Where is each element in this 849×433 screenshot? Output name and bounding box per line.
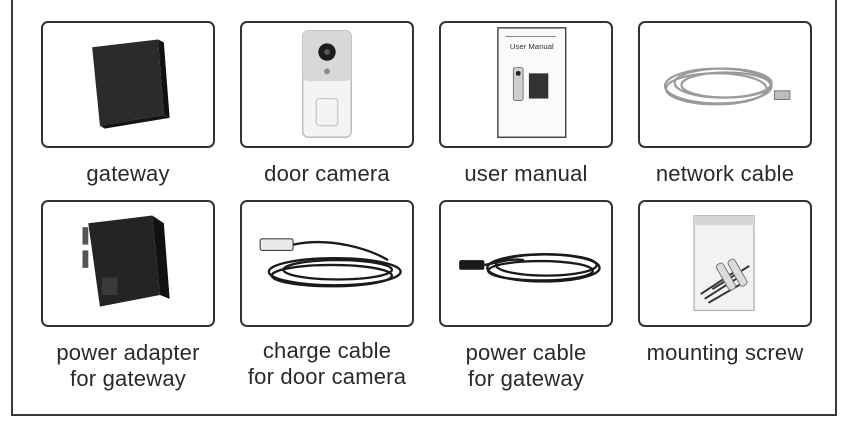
gateway-icon — [92, 39, 170, 129]
door-camera-label: door camera — [264, 161, 390, 186]
power-adapter-card — [41, 200, 215, 327]
user-manual-label: user manual — [464, 161, 588, 186]
door-camera-card — [240, 21, 414, 148]
network-cable-label: network cable — [655, 161, 795, 186]
user-manual-icon: User Manual — [497, 27, 567, 139]
gateway-label: gateway — [86, 161, 170, 186]
package-contents-frame — [11, 0, 837, 416]
power-cable-card — [439, 200, 613, 327]
door-camera-icon — [302, 30, 352, 139]
user-manual-card: User Manual — [439, 21, 613, 148]
network-cable-card — [638, 21, 812, 148]
power-cable-icon — [459, 253, 601, 283]
charge-cable-icon — [259, 238, 402, 288]
power-adapter-label: power adapter for gateway — [56, 340, 200, 391]
manual-title-text: User Manual — [510, 42, 554, 51]
charge-cable-card — [240, 200, 414, 327]
network-cable-icon — [663, 67, 791, 106]
power-adapter-icon — [82, 215, 170, 307]
gateway-card — [41, 21, 215, 148]
charge-cable-label: charge cable for door camera — [247, 338, 407, 389]
mounting-screw-icon — [693, 214, 755, 312]
mounting-screw-label: mounting screw — [646, 340, 804, 365]
power-cable-label: power cable for gateway — [465, 340, 587, 391]
mounting-screw-card — [638, 200, 812, 327]
